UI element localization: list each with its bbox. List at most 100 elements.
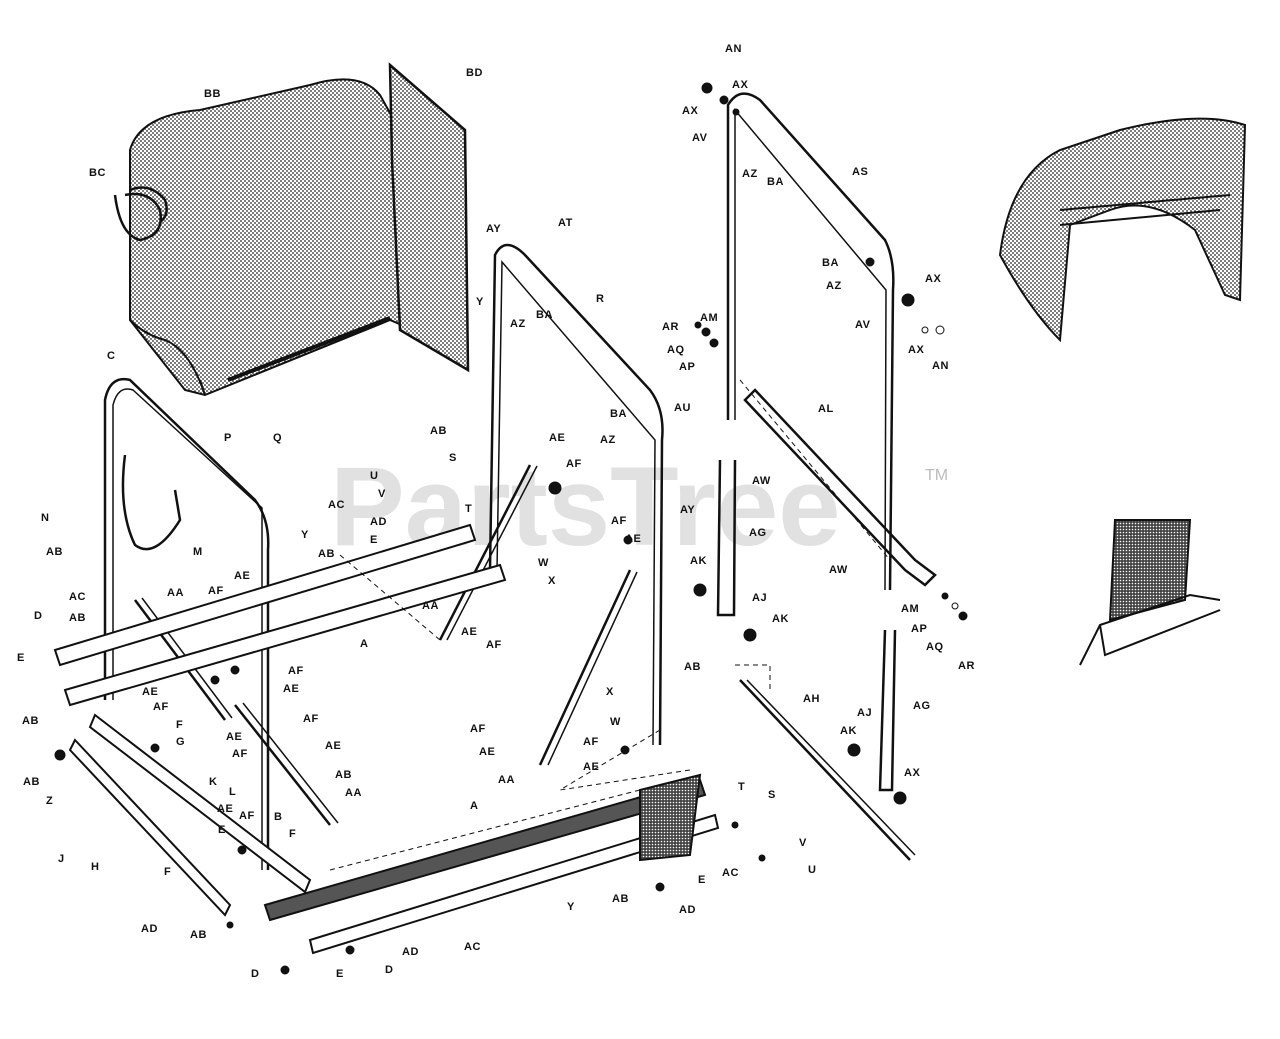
label-ae-l2: AE xyxy=(283,683,299,695)
label-s-b: S xyxy=(768,789,776,801)
label-ae-c2: AE xyxy=(583,761,599,773)
label-aq-l: AQ xyxy=(667,344,685,356)
label-af-c: AF xyxy=(303,713,319,725)
label-al: AL xyxy=(818,403,834,415)
label-ak-r: AK xyxy=(840,725,857,737)
part-labels: BB BD BC Y AN AX AX AV AZ BA AS BA AZ AX… xyxy=(17,43,975,980)
label-az-top: AZ xyxy=(742,168,758,180)
label-af-mid3: AF xyxy=(486,639,502,651)
label-ab-bl: AB xyxy=(190,929,207,941)
label-az-r: AZ xyxy=(510,318,526,330)
label-a-mid: A xyxy=(360,638,368,650)
watermark-trademark: TM xyxy=(925,467,948,484)
label-u-b: U xyxy=(808,864,816,876)
label-ap-r: AP xyxy=(911,623,927,635)
label-av-top: AV xyxy=(692,132,708,144)
label-x-mid: X xyxy=(548,575,556,587)
label-aw-1: AW xyxy=(752,475,771,487)
label-g-l: G xyxy=(176,736,185,748)
bag-frame-screen-part xyxy=(388,62,470,373)
label-af-c2: AF xyxy=(583,736,599,748)
label-ab-l4: AB xyxy=(23,776,40,788)
label-ab-l3: AB xyxy=(22,715,39,727)
label-ar-r: AR xyxy=(958,660,975,672)
label-ax-r: AX xyxy=(904,767,920,779)
label-v-b: V xyxy=(799,837,807,849)
label-au: AU xyxy=(674,402,691,414)
label-af-l4: AF xyxy=(232,748,248,760)
label-ae-mid2: AE xyxy=(625,533,641,545)
label-f-b2: F xyxy=(164,866,171,878)
label-aj-r: AJ xyxy=(857,707,872,719)
label-d-bl: D xyxy=(251,968,259,980)
label-e-bc: E xyxy=(336,968,344,980)
label-a-b: A xyxy=(470,800,478,812)
label-y-b: Y xyxy=(567,901,575,913)
label-w-mid: W xyxy=(538,557,549,569)
label-k: K xyxy=(209,776,217,788)
label-at: AT xyxy=(558,217,573,229)
label-aa-c: AA xyxy=(345,787,362,799)
label-af-b: AF xyxy=(239,810,255,822)
label-e-l: E xyxy=(17,652,25,664)
label-bb: BB xyxy=(204,88,221,100)
label-ba-mid: BA xyxy=(822,257,839,269)
label-ab-mid: AB xyxy=(430,425,447,437)
label-ak-mid: AK xyxy=(690,555,707,567)
label-ae-c3: AE xyxy=(479,746,495,758)
label-ab-c: AB xyxy=(335,769,352,781)
label-af-l2: AF xyxy=(288,665,304,677)
label-aj-mid: AJ xyxy=(752,592,767,604)
label-d-bc: D xyxy=(385,964,393,976)
frame-tubes xyxy=(103,92,937,870)
label-aa-l: AA xyxy=(167,587,184,599)
label-am-r: AM xyxy=(901,603,919,615)
label-aa-c2: AA xyxy=(498,774,515,786)
label-an-mid: AN xyxy=(932,360,949,372)
label-aq-r: AQ xyxy=(926,641,944,653)
label-ab-left: AB xyxy=(46,546,63,558)
label-ae-c: AE xyxy=(325,740,341,752)
detail-view-top-right xyxy=(998,117,1247,343)
label-y-bag: Y xyxy=(476,296,484,308)
label-j: J xyxy=(58,853,65,865)
label-q: Q xyxy=(273,432,282,444)
label-ax-top2: AX xyxy=(682,105,698,117)
label-ae-b: AE xyxy=(217,803,233,815)
label-l: L xyxy=(229,786,236,798)
label-ah: AH xyxy=(803,693,820,705)
label-e-mid: E xyxy=(370,534,378,546)
label-p: P xyxy=(224,432,232,444)
label-ac-bc: AC xyxy=(464,941,481,953)
label-e-b2: E xyxy=(698,874,706,886)
label-ba-r2: BA xyxy=(610,408,627,420)
label-ae-mid: AE xyxy=(549,432,565,444)
label-ad-bc: AD xyxy=(402,946,419,958)
label-b-b: B xyxy=(274,811,282,823)
label-af-mid: AF xyxy=(566,458,582,470)
label-n: N xyxy=(41,512,49,524)
label-ax-mid2: AX xyxy=(908,344,924,356)
label-av-mid: AV xyxy=(855,319,871,331)
label-f-l: F xyxy=(176,719,183,731)
label-e-b: E xyxy=(218,824,226,836)
label-az-r2: AZ xyxy=(600,434,616,446)
label-ab-right: AB xyxy=(684,661,701,673)
label-bd: BD xyxy=(466,67,483,79)
label-ba-r: BA xyxy=(536,309,553,321)
label-ac-b: AC xyxy=(722,867,739,879)
label-v-top: V xyxy=(378,488,386,500)
label-ag-mid: AG xyxy=(749,527,767,539)
label-y-mid: Y xyxy=(301,529,309,541)
label-ak-mid2: AK xyxy=(772,613,789,625)
label-ay-mid: AY xyxy=(680,504,695,516)
label-ae-mid3: AE xyxy=(461,626,477,638)
label-af-mid2: AF xyxy=(611,515,627,527)
label-ap-l: AP xyxy=(679,361,695,373)
label-s-top: S xyxy=(449,452,457,464)
label-am-l: AM xyxy=(700,312,718,324)
label-d-l: D xyxy=(34,610,42,622)
label-h: H xyxy=(91,861,99,873)
